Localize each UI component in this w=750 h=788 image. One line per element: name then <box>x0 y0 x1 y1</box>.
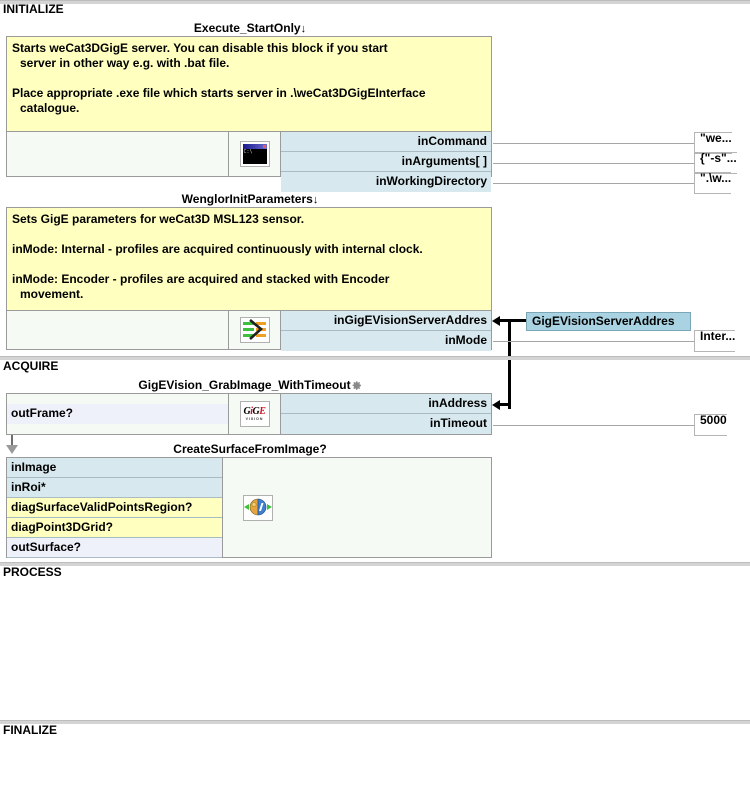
port-out-frame[interactable]: outFrame? <box>7 404 228 424</box>
block-outputs-execute-startonly <box>7 132 229 176</box>
comment-line: inMode: Encoder - profiles are acquired … <box>12 272 390 286</box>
connector-incommand <box>493 143 694 144</box>
comment-line-blank <box>12 71 486 86</box>
port-in-workingdirectory[interactable]: inWorkingDirectory <box>281 172 491 192</box>
gear-icon[interactable] <box>351 380 362 391</box>
block-ports-createsurfacefromimage: inImage inRoi* diagSurfaceValidPointsReg… <box>7 458 223 558</box>
block-title-wenglorinitparameters[interactable]: WenglorInitParameters↓ <box>8 192 492 206</box>
block-comment-execute-startonly: Starts weCat3DGigE server. You can disab… <box>7 37 491 132</box>
comment-line-blank <box>12 257 486 272</box>
block-execute-startonly[interactable]: Starts weCat3DGigE server. You can disab… <box>6 36 492 192</box>
port-in-image[interactable]: inImage <box>7 458 222 478</box>
port-out-surface[interactable]: outSurface? <box>7 538 222 558</box>
connector-intimeout <box>493 425 694 426</box>
value-inarguments[interactable]: {"-s"... <box>694 152 737 174</box>
value-inmode[interactable]: Inter... <box>694 330 736 352</box>
block-title-gigevision-grabimage[interactable]: GigEVision_GrabImage_WithTimeout <box>8 378 492 392</box>
port-in-address[interactable]: inAddress <box>281 394 491 414</box>
output-spacer <box>7 394 228 404</box>
section-label-finalize: FINALIZE <box>3 723 57 737</box>
console-icon: C:\ <box>238 139 272 169</box>
arrows-icon-svg <box>242 318 266 340</box>
block-outputs-gigevision-grabimage: outFrame? <box>7 394 229 434</box>
section-divider-process <box>0 562 750 566</box>
block-createsurfacefromimage[interactable]: inImage inRoi* diagSurfaceValidPointsReg… <box>6 457 492 558</box>
comment-line: Place appropriate .exe file which starts… <box>12 86 426 100</box>
block-comment-wenglorinitparameters: Sets GigE parameters for weCat3D MSL123 … <box>7 208 491 311</box>
arrows-icon <box>238 315 272 345</box>
block-icon-cell-wenglorinitparameters[interactable] <box>229 311 281 349</box>
section-divider-acquire <box>0 356 750 360</box>
global-param-gigevisionserveraddres[interactable]: GigEVisionServerAddres <box>526 312 691 331</box>
comment-line: Starts weCat3DGigE server. You can disab… <box>12 41 388 55</box>
value-incommand[interactable]: "we... <box>694 132 732 154</box>
comment-line: catalogue. <box>20 101 80 115</box>
block-wenglorinitparameters[interactable]: Sets GigE parameters for weCat3D MSL123 … <box>6 207 492 351</box>
connector-v-outframe-inimage <box>11 435 13 447</box>
comment-line: inMode: Internal - profiles are acquired… <box>12 242 423 256</box>
surface-icon-svg <box>244 498 272 515</box>
block-title-execute-startonly[interactable]: Execute_StartOnly↓ <box>8 21 492 35</box>
section-label-initialize: INITIALIZE <box>3 2 64 16</box>
port-in-gigevisionserveraddres[interactable]: inGigEVisionServerAddres <box>281 311 491 331</box>
connector-v-gigevisionserveraddres <box>508 319 511 409</box>
output-spacer <box>7 424 228 434</box>
port-in-timeout[interactable]: inTimeout <box>281 414 491 434</box>
section-divider-initialize <box>0 0 750 4</box>
port-in-command[interactable]: inCommand <box>281 132 491 152</box>
port-in-mode[interactable]: inMode <box>281 331 491 351</box>
connector-arrow-inimage <box>6 445 18 454</box>
section-divider-finalize <box>0 720 750 724</box>
block-title-text-execute-startonly: Execute_StartOnly <box>193 21 301 35</box>
value-intimeout[interactable]: 5000 <box>694 414 727 436</box>
port-diag-surfacevalidpointsregion[interactable]: diagSurfaceValidPointsRegion? <box>7 498 222 518</box>
block-inputs-gigevision-grabimage: inAddress inTimeout <box>281 394 491 434</box>
connector-arrow-inaddress <box>492 400 500 410</box>
comment-line-blank <box>12 227 486 242</box>
port-in-arguments[interactable]: inArguments[ ] <box>281 152 491 172</box>
value-inworkingdirectory[interactable]: ".\w... <box>694 172 732 194</box>
section-label-acquire: ACQUIRE <box>3 359 59 373</box>
block-title-text-wenglorinitparameters: WenglorInitParameters <box>181 192 313 206</box>
comment-line: Sets GigE parameters for weCat3D MSL123 … <box>12 212 305 226</box>
block-icon-cell-execute-startonly[interactable]: C:\ <box>229 132 281 176</box>
connector-inarguments <box>493 163 694 164</box>
block-inputs-execute-startonly: inCommand inArguments[ ] inWorkingDirect… <box>281 132 491 192</box>
collapse-marker-icon[interactable]: ↓ <box>300 22 307 35</box>
block-gigevision-grabimage[interactable]: outFrame? GiGE VISION inAddress inTimeou… <box>6 393 492 435</box>
connector-h-ingigevisionserveraddres <box>500 319 526 322</box>
surface-icon <box>241 493 275 523</box>
connector-arrow-ingigevisionserveraddres <box>492 316 500 326</box>
section-label-process: PROCESS <box>3 565 62 579</box>
connector-inmode <box>493 341 694 342</box>
connector-inworkingdirectory <box>493 183 694 184</box>
collapse-marker-icon[interactable]: ↓ <box>312 193 319 206</box>
gigevision-icon: GiGE VISION <box>238 399 272 429</box>
block-title-text-createsurfacefromimage: CreateSurfaceFromImage? <box>173 442 327 456</box>
port-diag-point3dgrid[interactable]: diagPoint3DGrid? <box>7 518 222 538</box>
block-title-createsurfacefromimage[interactable]: CreateSurfaceFromImage? <box>8 442 492 456</box>
block-outputs-wenglorinitparameters <box>7 311 229 349</box>
block-inputs-wenglorinitparameters: inGigEVisionServerAddres inMode <box>281 311 491 351</box>
comment-line: server in other way e.g. with .bat file. <box>20 56 230 70</box>
block-title-text-gigevision-grabimage: GigEVision_GrabImage_WithTimeout <box>138 378 351 392</box>
port-in-roi[interactable]: inRoi* <box>7 478 222 498</box>
comment-line: movement. <box>20 287 84 301</box>
block-icon-cell-createsurface[interactable] <box>223 458 491 557</box>
block-icon-cell-gigevision[interactable]: GiGE VISION <box>229 394 281 434</box>
connector-h-inaddress <box>500 403 510 406</box>
